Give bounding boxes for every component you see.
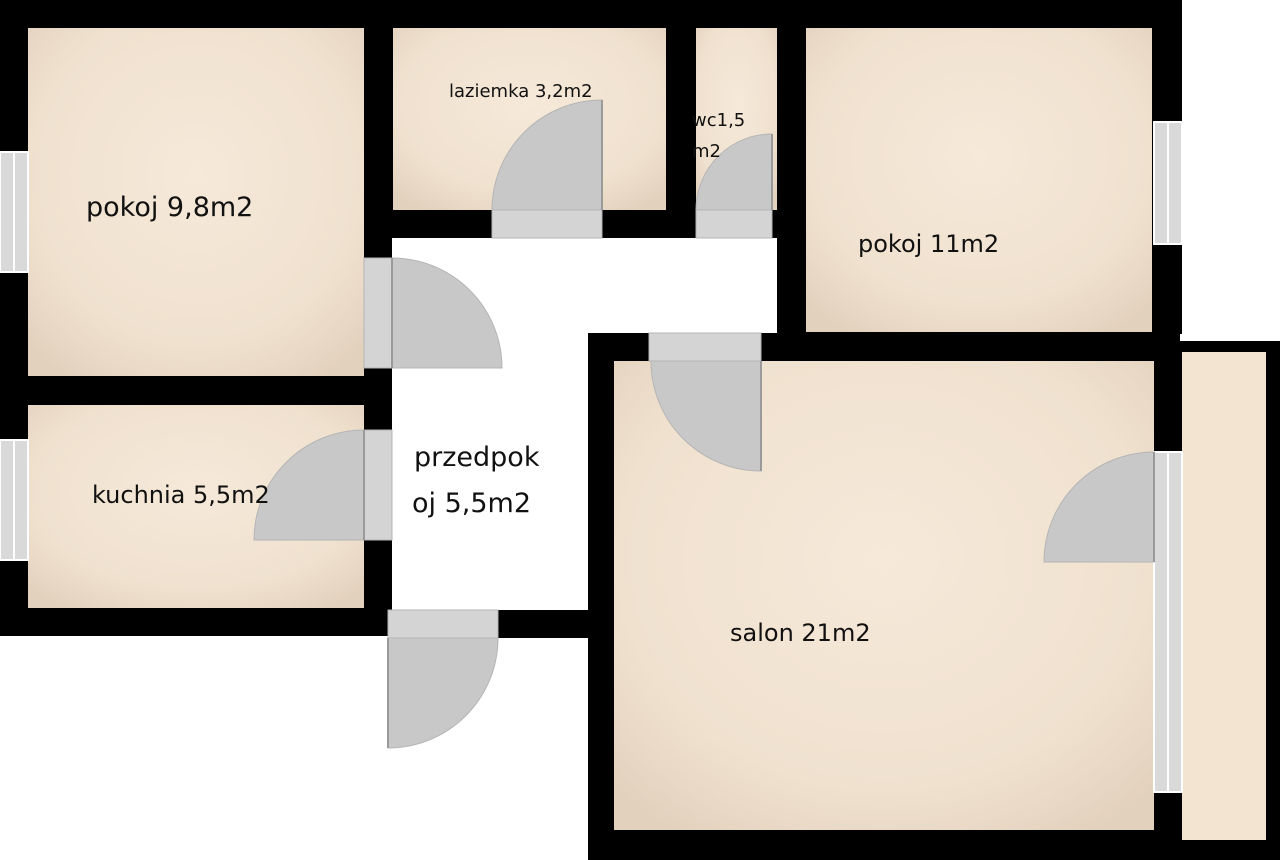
room-label-pokoj-right: pokoj 11m2 bbox=[858, 230, 1000, 258]
room-label-kuchnia: kuchnia 5,5m2 bbox=[92, 481, 270, 509]
door-swing-laziemka bbox=[491, 99, 603, 211]
door-swing-entrance bbox=[387, 637, 499, 749]
doors bbox=[253, 99, 1155, 749]
hall-lower bbox=[392, 333, 588, 610]
room-floors bbox=[28, 28, 1266, 840]
door-swing-pokoj-left bbox=[391, 257, 503, 369]
room-label-wc-line1: wc1,5 bbox=[692, 110, 746, 131]
door-swing-salon bbox=[650, 360, 762, 472]
door-gap-laziemka bbox=[491, 209, 603, 239]
door-gap-kuchnia bbox=[363, 429, 393, 541]
room-label-przedpokoj-line1: przedpok bbox=[414, 442, 540, 473]
room-label-przedpokoj-line2: oj 5,5m2 bbox=[412, 488, 532, 519]
room-label-pokoj-left: pokoj 9,8m2 bbox=[86, 192, 254, 223]
floor-balcony bbox=[1182, 352, 1266, 840]
floor-pokoj-right bbox=[806, 28, 1152, 332]
door-gap-entrance bbox=[387, 609, 499, 639]
door-gap-wc bbox=[695, 209, 773, 239]
door-gap-salon bbox=[648, 332, 762, 362]
door-swing-kuchnia bbox=[253, 429, 365, 541]
room-label-laziemka: laziemka 3,2m2 bbox=[449, 81, 593, 102]
door-gap-pokoj-left bbox=[363, 257, 393, 369]
door-swing-balcony bbox=[1043, 451, 1155, 563]
room-label-salon: salon 21m2 bbox=[730, 619, 871, 647]
room-label-wc-line2: m2 bbox=[692, 141, 721, 162]
door-leaves bbox=[363, 100, 1155, 748]
window-mullions bbox=[13, 122, 1169, 792]
door-swing-wc bbox=[695, 133, 773, 211]
floor-pokoj-left bbox=[28, 28, 364, 376]
